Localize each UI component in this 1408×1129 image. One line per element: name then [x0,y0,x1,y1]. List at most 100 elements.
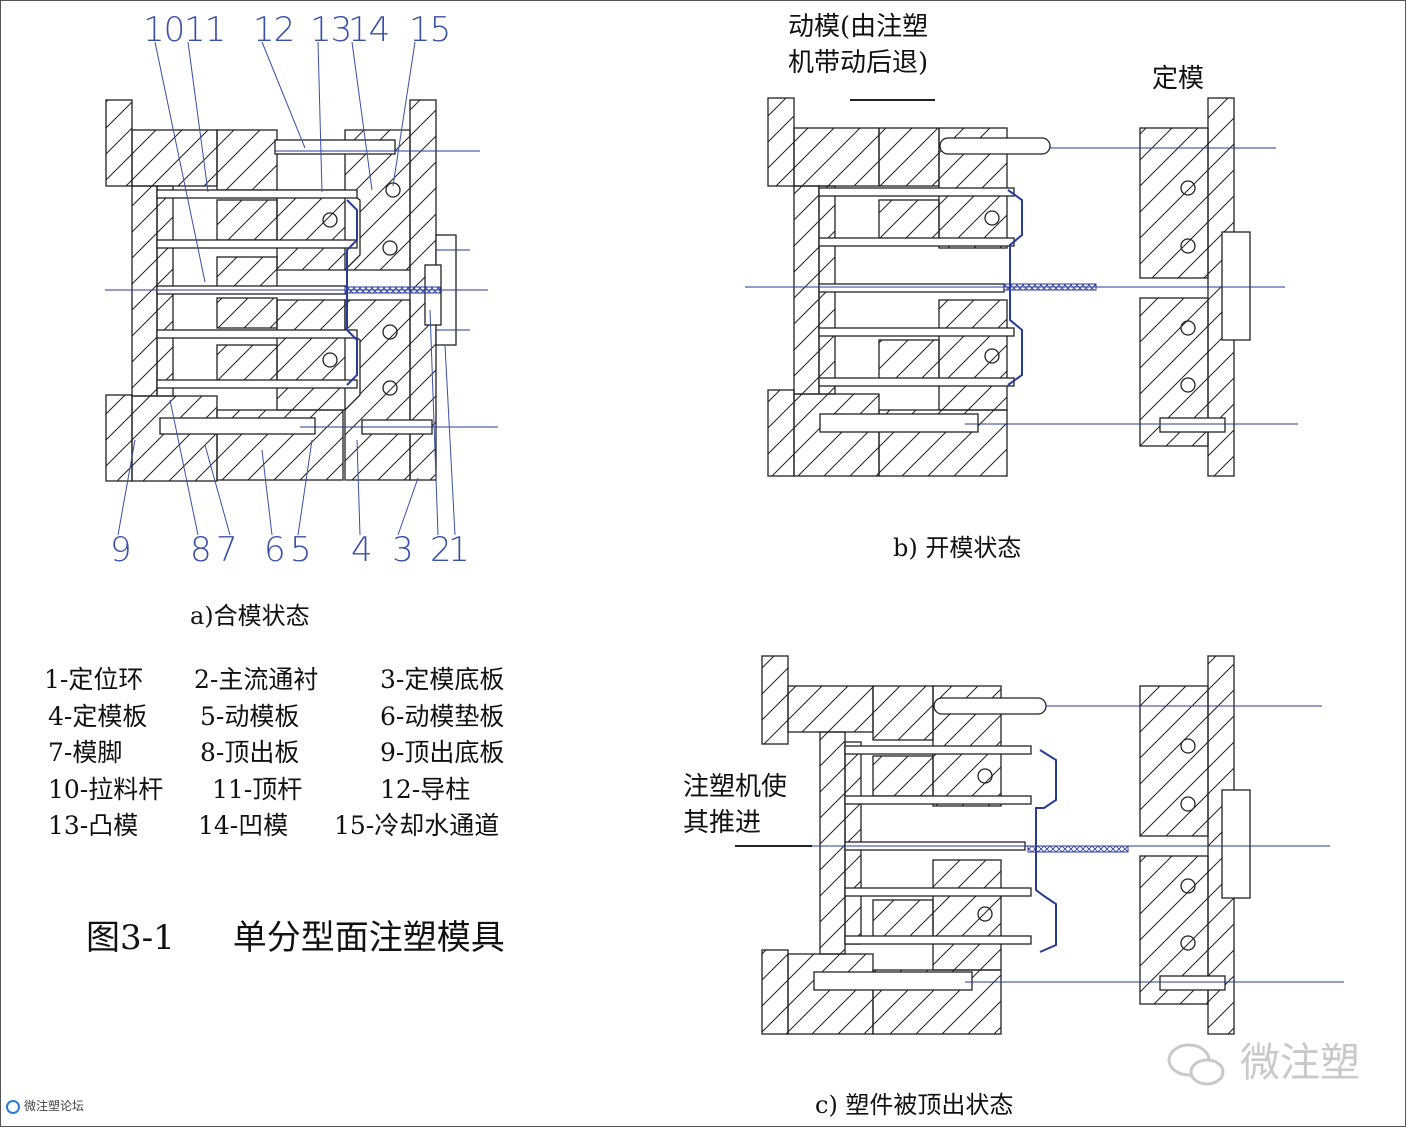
leader-3 [397,477,419,536]
leader-14 [351,41,373,191]
part-number-12: 12 [253,10,295,50]
parts-legend: 1-定位环 2-主流通衬 3-定模底板 4-定模板 5-动模板 6-动模垫板 7… [44,660,544,843]
push-label-line1: 注塑机使 [683,772,788,802]
cooling-channel-5 [322,212,338,228]
leader-11 [187,41,209,193]
c-fixed-cooling-1 [1180,738,1196,754]
leader-4 [356,439,361,536]
legend-item: 11-顶杆 [212,774,303,804]
c-cooling-1 [977,768,993,784]
panel-c-caption: c) 塑件被顶出状态 [815,1091,1014,1119]
c-fixed-bolt [1159,975,1226,991]
c-support-top [872,685,934,741]
panel-b-drawing [745,97,1298,477]
leader-7 [204,444,231,536]
legend-row: 4-定模板 5-动模板 6-动模垫板 [44,697,544,734]
c-fixed-cooling-4 [1180,935,1196,951]
panel-b-caption: b) 开模状态 [893,534,1022,562]
b-clamp-flange-bottom [767,389,795,477]
legend-item: 2-主流通衬 [194,665,319,694]
part-number-4: 4 [351,530,373,570]
c-locating-ring [1221,789,1251,899]
b-ejector-pin-3 [818,327,1015,337]
cooling-channel-3 [382,324,398,340]
ejector-base-plate [131,185,158,397]
c-clamp-flange-bottom [761,949,789,1035]
watermark-text: 微注塑 [1240,1040,1360,1086]
c-ejector-pin-1 [844,745,1032,755]
leader-8 [169,399,199,536]
b-ejector-pin-4 [818,377,1015,387]
site-logo-text: 微注塑论坛 [24,1099,85,1113]
b-clamp-top [793,127,880,187]
legend-item: 3-定模底板 [380,665,505,694]
c-ejector-pin-3 [844,887,1032,897]
part-number-6: 6 [264,530,286,570]
bolt-moving [159,417,316,435]
leader-2 [429,309,439,536]
legend-row: 10-拉料杆 11-顶杆 12-导柱 [44,770,544,807]
part-number-14: 14 [348,10,390,50]
b-moving-plate-lower [938,299,1008,411]
punch-block-4 [216,344,278,386]
legend-item: 4-定模板 [48,701,148,731]
moving-plate-upper [276,189,346,271]
chat-bubble-icon [1167,1043,1225,1086]
moving-mold-label-line1: 动模(由注塑 [788,12,929,42]
legend-item: 7-模脚 [48,738,123,767]
fixed-mold-label: 定模 [1152,64,1205,94]
b-ejector-pin-1 [818,187,1015,197]
c-clamp-top [787,685,874,733]
figure-title: 图3-1 单分型面注塑模具 [86,910,505,959]
c-moving-plate-lower [932,859,1002,971]
part-number-11: 11 [184,10,226,50]
site-logo: 微注塑论坛 [6,1097,84,1114]
punch-block-2 [216,256,278,288]
support-plate-top [216,129,278,191]
legend-item: 1-定位环 [44,665,144,694]
site-logo-icon [6,1099,20,1114]
figure-number: 图3-1 [86,918,175,958]
b-molded-part [1007,189,1023,386]
c-clamp-bottom [787,953,874,1035]
b-fixed-cooling-2 [1180,238,1196,254]
part-number-8: 8 [190,530,212,570]
b-sprue-puller [818,283,1005,293]
legend-row: 7-模脚 8-顶出板 9-顶出底板 [44,733,544,770]
b-fixed-plate-upper [1139,127,1209,279]
b-locating-ring [1221,231,1251,341]
c-punch-2 [872,899,934,941]
c-sprue [1027,845,1129,853]
b-clamp-bottom [793,393,880,477]
panel-c-drawing [735,655,1344,1035]
leader-6 [261,449,273,536]
leader-1 [444,344,456,536]
b-clamp-flange-top [767,97,795,187]
legend-item: 14-凹模 [198,811,289,840]
leader-15 [392,41,416,187]
leader-5 [297,439,313,536]
part-number-7: 7 [216,530,238,570]
figure-title-text: 单分型面注塑模具 [232,918,505,958]
ejector-pin-3 [156,329,358,339]
legend-item: 9-顶出底板 [380,738,505,767]
b-fixed-cooling-3 [1180,320,1196,336]
b-ejector-pin-2 [818,237,1015,247]
punch-block-3 [216,297,278,329]
ejector-base-flange-top [105,99,133,187]
part-number-5: 5 [290,530,312,570]
c-bolt [813,971,973,991]
c-fixed-cooling-3 [1180,878,1196,894]
c-ejector-base [819,731,846,955]
ejector-pin-1 [156,189,358,199]
b-support-top [878,127,940,187]
legend-item: 15-冷却水通道 [334,811,500,840]
b-cooling-1 [984,210,1000,226]
part-number-15: 15 [409,10,451,50]
legend-item: 10-拉料杆 [48,774,164,804]
c-ejector-pin-4 [844,935,1032,945]
legend-item: 8-顶出板 [200,738,300,767]
moving-mold-label-line2: 机带动后退) [788,48,929,78]
